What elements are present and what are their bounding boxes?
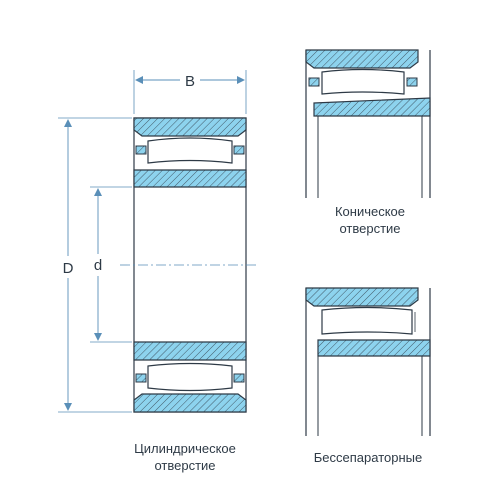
inner-ring-top: [133, 169, 247, 188]
cage-right-bottom: [233, 373, 245, 383]
dimension-b: B: [133, 70, 247, 114]
inner-ring-bottom: [133, 341, 247, 361]
roller-bottom: [147, 362, 233, 392]
cage-left-top: [135, 145, 147, 155]
outer-ring-bottom: [133, 393, 247, 413]
tapered-bore-bearing: [305, 49, 431, 198]
outer-ring-top: [133, 117, 247, 137]
caption-cylindrical-line2: отверстие: [154, 458, 215, 473]
caption-tapered-line2: отверстие: [339, 221, 400, 236]
cage-left-bottom: [135, 373, 147, 383]
cylindrical-bore-bearing: [120, 117, 258, 413]
dimension-d-bore-label: d: [94, 257, 102, 274]
dimension-d-outer-label: D: [63, 260, 74, 277]
full-complement-bearing: [305, 287, 431, 436]
caption-tapered-line1: Коническое: [335, 204, 405, 219]
dimension-b-label: B: [185, 73, 195, 90]
cage-right-top: [233, 145, 245, 155]
dimension-d-bore: d: [90, 186, 132, 343]
roller-top: [147, 137, 233, 164]
caption-cylindrical-line1: Цилиндрическое: [134, 441, 236, 456]
dimension-d-outer: D: [58, 117, 132, 413]
caption-full-complement: Бессепараторные: [314, 450, 422, 465]
